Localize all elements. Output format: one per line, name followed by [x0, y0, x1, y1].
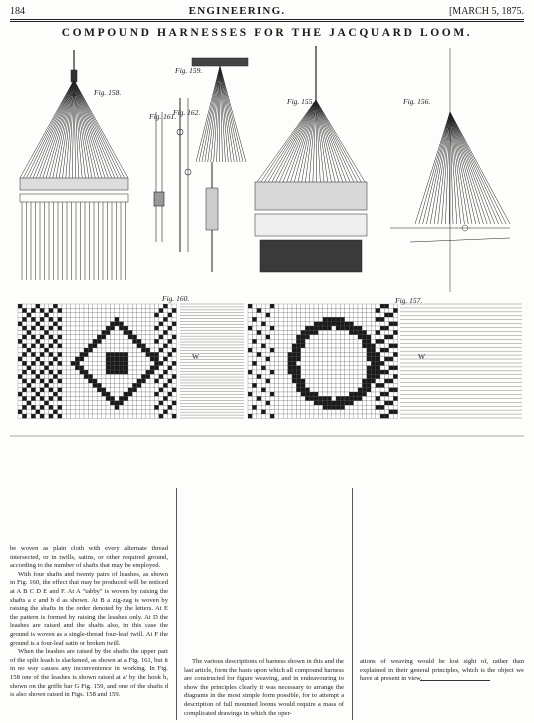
- fig156-drawing: [390, 48, 511, 292]
- col1-paragraph-3: When the leashes are raised by the shaft…: [10, 648, 168, 699]
- fig158-label: Fig. 158.: [94, 88, 122, 97]
- plate-title: COMPOUND HARNESSES FOR THE JACQUARD LOOM…: [61, 27, 473, 39]
- fig157-label: Fig. 157.: [395, 296, 423, 305]
- journal-title: ENGINEERING.: [188, 5, 286, 17]
- fig159-label: Fig. 159.: [175, 66, 203, 75]
- fig160-w-letter: W: [192, 352, 200, 361]
- fig156-label: Fig. 156.: [403, 97, 431, 106]
- fig157-w-letter: W: [418, 352, 426, 361]
- fig162-label: Fig. 162.: [173, 108, 201, 117]
- fig155-drawing: [254, 46, 368, 273]
- column-divider-1: [176, 488, 177, 720]
- issue-date: [MARCH 5, 1875.: [448, 5, 524, 17]
- fig157-warp-lines: [400, 303, 522, 419]
- fig161-162-drawing: [153, 98, 192, 252]
- fig160-warp-lines: [180, 303, 244, 419]
- col1-paragraph-2: With four shafts and twenty pairs of lea…: [10, 570, 168, 647]
- fig160-pattern: [17, 303, 177, 419]
- col2-paragraph-1: The various descriptions of harness show…: [184, 658, 344, 717]
- column-divider-2: [352, 488, 353, 720]
- section-end-rule: [420, 680, 490, 681]
- fig161-label: Fig. 161.: [149, 112, 177, 121]
- fig158-drawing: [19, 50, 129, 280]
- fig155-label: Fig. 155.: [287, 97, 315, 106]
- fig160-label: Fig. 160.: [162, 294, 190, 303]
- text-column-2: The various descriptions of harness show…: [184, 658, 344, 718]
- fig159-drawing: [191, 57, 249, 272]
- header-rule-thin: [10, 21, 524, 22]
- text-column-3: ations of weaving would be lost sight of…: [360, 658, 524, 684]
- engraving-plate: [10, 46, 524, 437]
- page-number: 184: [10, 5, 25, 17]
- page-header: 184 ENGINEERING. [MARCH 5, 1875.: [10, 4, 524, 18]
- header-rule: [10, 19, 524, 20]
- col3-paragraph-1: ations of weaving would be lost sight of…: [360, 658, 524, 683]
- col1-paragraph-1: be woven as plain cloth with every alter…: [10, 545, 168, 570]
- fig157-pattern: [247, 303, 398, 419]
- text-column-1: be woven as plain cloth with every alter…: [10, 545, 168, 700]
